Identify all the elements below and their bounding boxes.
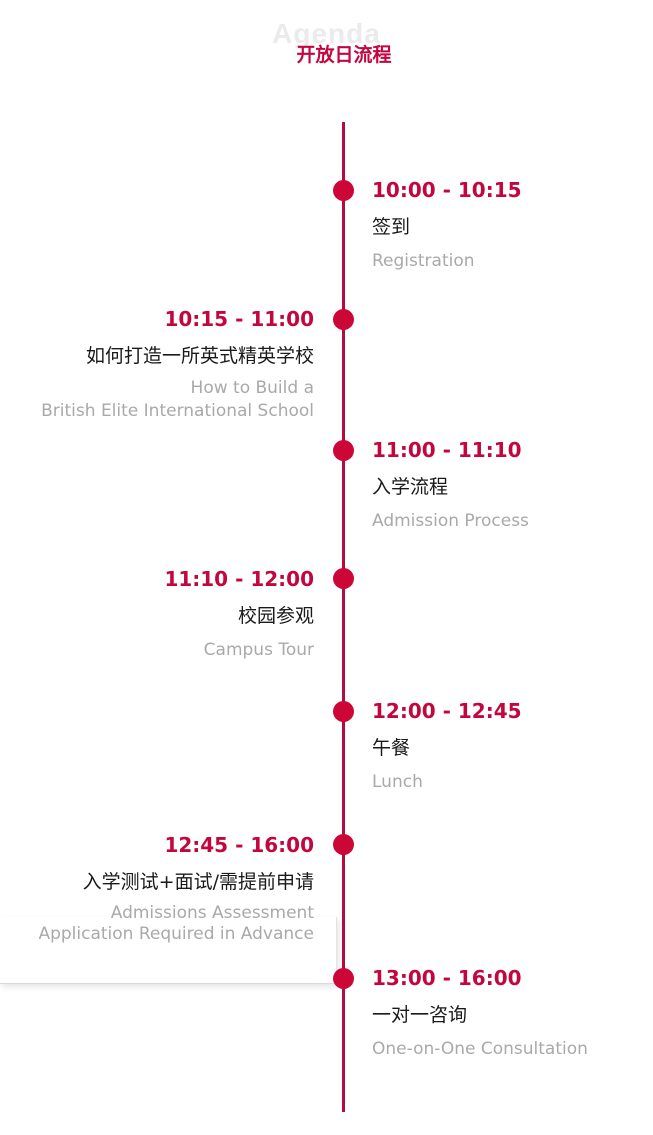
timeline-dot	[333, 834, 354, 855]
timeline-event-registration: 10:00 - 10:15 签到 Registration	[372, 178, 653, 272]
event-title: 校园参观	[237, 605, 314, 627]
event-time: 11:10 - 12:00	[164, 567, 314, 591]
event-title: 一对一咨询	[372, 1004, 468, 1026]
page-title: 开放日流程	[296, 44, 392, 66]
card-shadow-decoration	[0, 917, 337, 984]
event-time: 11:00 - 11:10	[372, 438, 522, 462]
event-subtitle: How to Build a British Elite Internation…	[14, 377, 314, 423]
event-subtitle-line: Admissions Assessment	[110, 903, 314, 923]
event-subtitle: Registration	[372, 251, 475, 271]
event-subtitle-line: How to Build a	[190, 378, 314, 398]
event-title: 如何打造一所英式精英学校	[85, 345, 314, 367]
event-time: 12:00 - 12:45	[372, 699, 522, 723]
timeline-line	[342, 122, 345, 1112]
event-time: 12:45 - 16:00	[164, 833, 314, 857]
event-title: 午餐	[372, 737, 411, 759]
event-subtitle: Admission Process	[372, 511, 529, 531]
page-header: Agenda 开放日流程	[0, 0, 653, 80]
event-subtitle: Campus Tour	[203, 640, 314, 660]
event-subtitle: Admissions Assessment Application Requir…	[14, 903, 314, 945]
timeline-event-lunch: 12:00 - 12:45 午餐 Lunch	[372, 699, 653, 793]
event-time: 10:00 - 10:15	[372, 178, 522, 202]
timeline-event-assessment: 12:45 - 16:00 入学测试+面试/需提前申请 Admissions A…	[14, 833, 314, 945]
event-subtitle: One-on-One Consultation	[372, 1039, 588, 1059]
timeline-event-school-talk: 10:15 - 11:00 如何打造一所英式精英学校 How to Build …	[14, 307, 314, 423]
header-watermark: Agenda	[272, 18, 381, 49]
event-title: 入学测试+面试/需提前申请	[82, 871, 314, 893]
event-subtitle-line: Application Required in Advance	[38, 924, 314, 944]
event-subtitle-line: British Elite International School	[41, 401, 314, 421]
event-time: 10:15 - 11:00	[164, 307, 314, 331]
timeline-dot	[333, 568, 354, 589]
timeline-event-admission-process: 11:00 - 11:10 入学流程 Admission Process	[372, 438, 653, 532]
timeline-event-campus-tour: 11:10 - 12:00 校园参观 Campus Tour	[14, 567, 314, 661]
timeline-dot	[333, 701, 354, 722]
event-title: 签到	[372, 216, 411, 238]
timeline-dot	[333, 309, 354, 330]
timeline-dot	[333, 968, 354, 989]
event-subtitle: Lunch	[372, 772, 423, 792]
timeline-dot	[333, 180, 354, 201]
event-title: 入学流程	[372, 476, 449, 498]
timeline-dot	[333, 440, 354, 461]
timeline-event-consultation: 13:00 - 16:00 一对一咨询 One-on-One Consultat…	[372, 966, 653, 1060]
event-time: 13:00 - 16:00	[372, 966, 522, 990]
